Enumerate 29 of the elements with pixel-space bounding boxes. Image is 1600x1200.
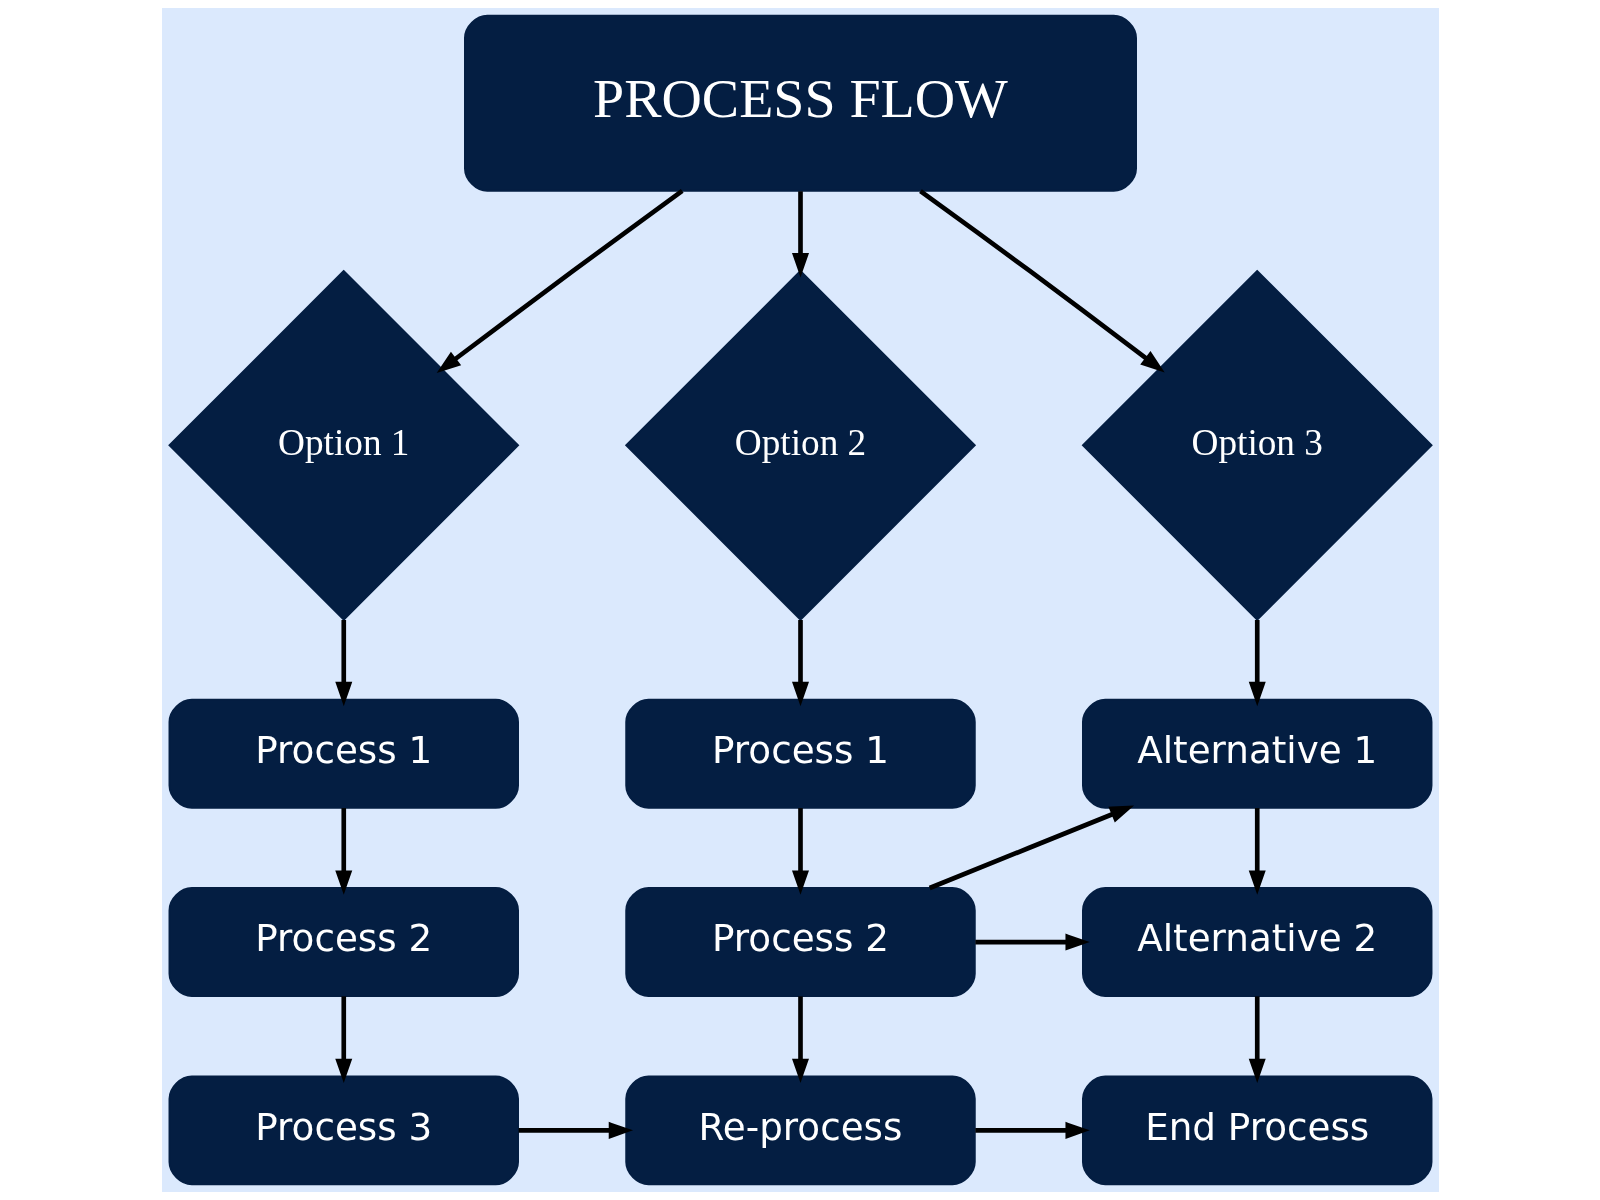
arrow <box>791 996 809 1084</box>
arrow <box>518 1121 633 1139</box>
node-box: PROCESS FLOW <box>463 14 1137 192</box>
node-diamond: Option 3 <box>1081 269 1433 621</box>
arrow <box>334 620 352 707</box>
arrow <box>974 933 1090 951</box>
arrow <box>791 191 809 278</box>
arrow <box>974 1121 1090 1139</box>
node-box: End Process <box>1081 1075 1432 1186</box>
node-box: Process 1 <box>168 698 519 809</box>
node-diamond: Option 2 <box>624 269 976 621</box>
node-box: Alternative 1 <box>1081 698 1432 809</box>
arrow <box>1248 808 1266 895</box>
node-diamond: Option 1 <box>167 269 519 621</box>
node-box: Process 2 <box>168 887 519 998</box>
arrow <box>928 805 1134 891</box>
arrow <box>334 996 352 1084</box>
node-box: Process 3 <box>168 1075 519 1186</box>
node-box: Process 2 <box>624 887 976 998</box>
arrow <box>1248 620 1266 707</box>
arrow <box>918 189 1165 373</box>
node-box: Alternative 2 <box>1081 887 1432 998</box>
arrow <box>791 620 809 707</box>
node-box: Process 1 <box>624 698 976 809</box>
arrow <box>436 188 684 374</box>
arrow <box>334 808 352 895</box>
node-box: Re-process <box>624 1075 976 1186</box>
arrow <box>791 808 809 895</box>
arrow <box>1248 996 1266 1084</box>
